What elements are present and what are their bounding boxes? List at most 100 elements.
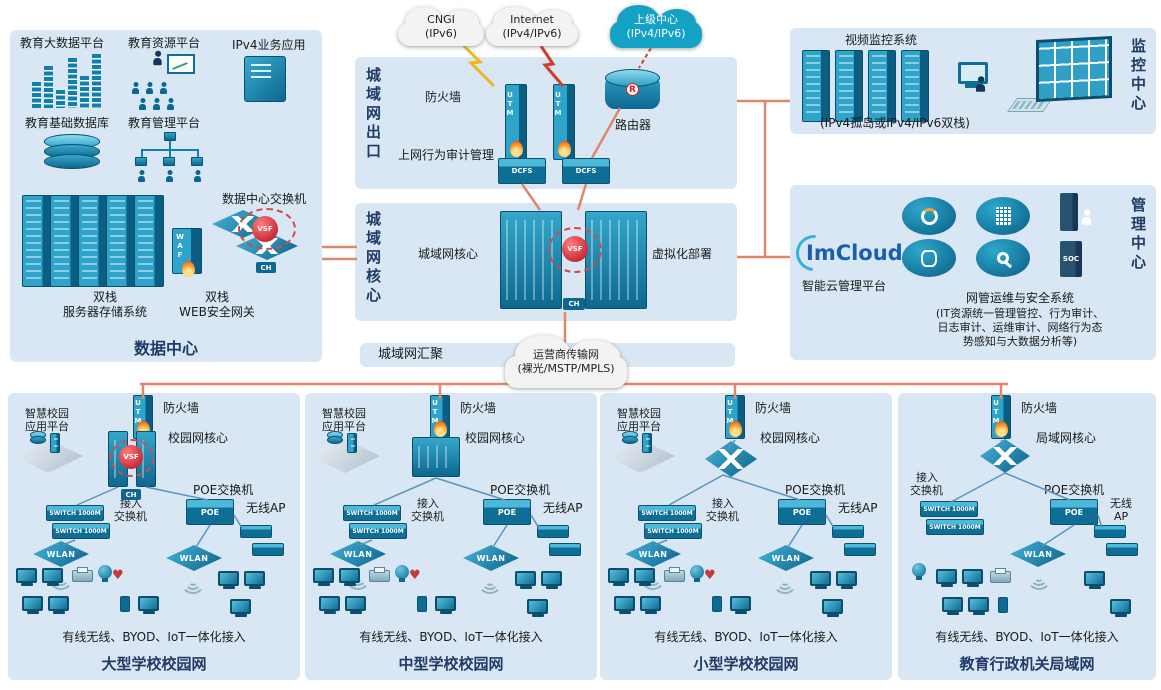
upper-center-label: 上级中心 xyxy=(634,12,678,26)
access-label1: 接入 xyxy=(916,471,938,484)
firewall-label: 防火墙 xyxy=(425,90,462,104)
server-icon xyxy=(868,50,896,122)
poe-switch-icon: POE xyxy=(778,499,826,525)
access-label2: 交换机 xyxy=(411,510,444,523)
dc-switch-icon: VSF CH xyxy=(210,206,310,276)
dcfs-switch-icon: DCFS xyxy=(498,158,546,184)
edu-mgmt-label: 教育管理平台 xyxy=(128,116,201,130)
mini-server-icon xyxy=(642,433,652,453)
iot-heart-icon xyxy=(704,569,716,582)
dual-stack-note: (IPv4孤岛或IPv4/IPv6双栈) xyxy=(820,116,970,130)
poe-label: POE交换机 xyxy=(490,483,551,497)
vsf-ring xyxy=(110,439,154,477)
campus-core-label: 校园网核心 xyxy=(760,431,821,445)
pc-icon xyxy=(836,571,857,586)
camera-icon xyxy=(912,563,926,580)
video-wall-icon xyxy=(1036,36,1112,102)
server-icon xyxy=(106,195,136,287)
firewall-utm-icon: UTM xyxy=(553,84,575,160)
man-core-title: 城域网核心 xyxy=(364,211,382,306)
converged-access-label: 有线无线、BYOD、IoT一体化接入 xyxy=(935,630,1119,644)
dual-stack-server-label1: 双栈 xyxy=(92,290,117,304)
router-icon: R xyxy=(605,69,660,109)
panel-management: ImCloud 智能云管理平台 SOC 网管运维与安全系统 (IT资源统一管理管… xyxy=(788,185,1156,360)
wireless-ap-icon xyxy=(832,525,864,538)
virtualization-label: 虚拟化部署 xyxy=(652,247,713,261)
internet-cloud: Internet(IPv4/IPv6) xyxy=(486,6,578,48)
server-icon xyxy=(78,195,108,287)
vsf-badge: VSF xyxy=(562,236,588,262)
server-icon xyxy=(134,195,164,287)
resource-platform-label: 教育资源平台 xyxy=(128,36,201,50)
wireless-ap-icon xyxy=(252,543,284,556)
firewall-label: 防火墙 xyxy=(1021,401,1058,415)
mini-db-icon xyxy=(327,431,343,444)
man-exit-title: 城域网出口 xyxy=(364,67,382,162)
noc-detail-1: (IT资源统一管理管控、行为审计、 xyxy=(935,307,1105,320)
server-icon xyxy=(901,50,929,122)
panel-large-campus: 智慧校园 应用平台 UTM 防火墙 VSF CH 校园网核心 POE交换机 PO… xyxy=(8,393,300,680)
lan-core-icon xyxy=(980,439,1030,473)
vsf-ring xyxy=(548,227,602,273)
smart-campus-label1: 智慧校园 xyxy=(322,407,366,420)
bigdata-chart-icon xyxy=(32,54,101,108)
training-icon xyxy=(125,50,213,114)
core-chassis-icon xyxy=(585,211,647,309)
wireless-ap-icon xyxy=(240,525,272,538)
access-label2: 交换机 xyxy=(706,510,739,523)
pc-icon xyxy=(22,596,43,611)
wireless-ap-icon xyxy=(549,543,581,556)
pc-icon xyxy=(16,568,37,583)
wireless-ap-label1: 无线 xyxy=(1110,497,1132,510)
ch-tag: CH xyxy=(256,262,276,273)
presenter-icon xyxy=(152,51,163,66)
pc-icon xyxy=(42,568,63,583)
firewall-utm-icon: UTM xyxy=(505,84,527,160)
firewall-icon: UTM xyxy=(430,395,450,439)
firewall-label: 防火墙 xyxy=(163,401,200,415)
pc-icon xyxy=(810,571,831,586)
iot-heart-icon xyxy=(409,569,421,582)
audit-label: 上网行为审计管理 xyxy=(398,148,495,162)
mini-db-icon xyxy=(622,431,638,444)
smart-platform-icon xyxy=(605,439,675,473)
pc-icon xyxy=(634,568,655,583)
pc-icon xyxy=(527,599,548,614)
panel-datacenter: 教育大数据平台 教育资源平台 IPv4业务应用 教育基础数据库 教育管理平台 xyxy=(10,30,322,362)
flame-icon xyxy=(434,421,447,437)
cngi-label: CNGI xyxy=(427,12,455,26)
dcfs-switch-icon: DCFS xyxy=(562,158,610,184)
vsf-ring xyxy=(238,208,296,250)
datacenter-title: 数据中心 xyxy=(133,339,198,358)
video-surveillance-label: 视频监控系统 xyxy=(845,33,918,47)
pc-icon xyxy=(345,596,366,611)
converged-access-label: 有线无线、BYOD、IoT一体化接入 xyxy=(359,630,543,644)
carrier-label: 运营商传输网 xyxy=(533,347,599,361)
server-operator-icon xyxy=(1052,193,1104,237)
database-icon xyxy=(44,134,100,169)
phone-icon xyxy=(712,596,722,612)
wifi-waves-icon xyxy=(477,577,503,603)
man-core-label: 城域网核心 xyxy=(418,247,479,261)
campus-title: 小型学校校园网 xyxy=(693,655,799,673)
iot-heart-icon xyxy=(112,569,124,582)
mini-server-icon xyxy=(347,433,357,453)
pc-icon xyxy=(730,596,751,611)
pc-icon xyxy=(435,596,456,611)
database-ring-icon xyxy=(902,239,956,277)
pc-icon xyxy=(138,596,159,611)
printer-icon xyxy=(990,568,1011,583)
printer-icon xyxy=(72,567,93,582)
poe-label: POE交换机 xyxy=(1044,483,1105,497)
ipv4-app-label: IPv4业务应用 xyxy=(232,38,306,52)
camera-icon xyxy=(690,565,704,582)
server-icon xyxy=(835,50,863,122)
smart-campus-label2: 应用平台 xyxy=(25,420,69,433)
pc-icon xyxy=(822,599,843,614)
wireless-ap-icon xyxy=(844,543,876,556)
